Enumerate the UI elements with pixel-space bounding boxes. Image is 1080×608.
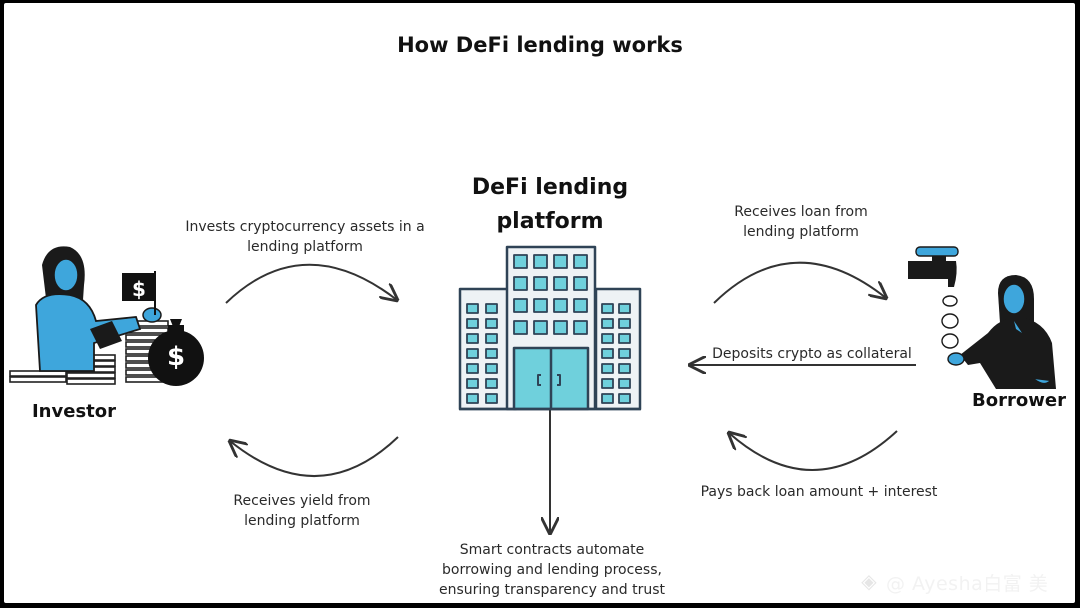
- building-window: [601, 378, 614, 389]
- building-window: [485, 303, 498, 314]
- building-window: [601, 363, 614, 374]
- invest-arrow: [225, 263, 397, 304]
- watermark: @ Ayesha白富 美: [886, 573, 1049, 595]
- building-window: [485, 393, 498, 404]
- building-window: [618, 363, 631, 374]
- building-window: [466, 318, 479, 329]
- building-window: [618, 333, 631, 344]
- platform-label: DeFi lending platform: [471, 175, 629, 234]
- building-icon: [458, 245, 642, 411]
- building-window: [533, 298, 548, 313]
- faucet-icon: [908, 255, 957, 287]
- repay-arrow: [729, 431, 898, 471]
- building-window: [573, 320, 588, 335]
- building-window: [533, 276, 548, 291]
- building-window: [485, 318, 498, 329]
- loan-arrow: [713, 261, 886, 304]
- diagram-graphics: [9, 245, 1056, 603]
- borrower-label: Borrower: [972, 390, 1066, 411]
- loan-flow-label: Receives loan from lending platform: [734, 204, 868, 240]
- building-window: [485, 348, 498, 359]
- building-window: [601, 348, 614, 359]
- building-window: [485, 378, 498, 389]
- building-window: [466, 363, 479, 374]
- watermark-logo-icon: ◈: [861, 569, 877, 593]
- smart-contracts-label: Smart contracts automate borrowing and l…: [438, 542, 666, 598]
- repay-flow-label: Pays back loan amount + interest: [700, 484, 938, 500]
- building-window: [553, 320, 568, 335]
- building-window: [513, 276, 528, 291]
- diagram-canvas: $ $ How DeFi lending works DeFi lending …: [4, 3, 1075, 603]
- building-window: [533, 320, 548, 335]
- building-window: [618, 303, 631, 314]
- building-window: [485, 363, 498, 374]
- dollar-flag-icon: $: [132, 277, 146, 301]
- building-window: [601, 333, 614, 344]
- building-window: [618, 318, 631, 329]
- building-window: [553, 254, 568, 269]
- invest-flow-label: Invests cryptocurrency assets in a lendi…: [185, 219, 425, 255]
- coin-drops: [941, 295, 959, 349]
- building-window: [601, 303, 614, 314]
- building-window: [618, 348, 631, 359]
- building-window: [573, 298, 588, 313]
- borrower-figure: [908, 246, 1056, 389]
- building-window: [573, 254, 588, 269]
- investor-label: Investor: [31, 401, 116, 422]
- investor-figure: [9, 246, 204, 386]
- building-window: [618, 393, 631, 404]
- building-window: [466, 378, 479, 389]
- diagram-title: How DeFi lending works: [397, 33, 683, 57]
- building-window: [513, 254, 528, 269]
- building-window: [485, 333, 498, 344]
- building-window: [553, 276, 568, 291]
- building-window: [553, 298, 568, 313]
- collateral-flow-label: Deposits crypto as collateral: [712, 346, 912, 362]
- building-window: [466, 393, 479, 404]
- building-window: [618, 378, 631, 389]
- yield-flow-label: Receives yield from lending platform: [233, 493, 371, 529]
- money-bag-icon: $: [166, 342, 186, 372]
- building-window: [513, 320, 528, 335]
- building-window: [466, 333, 479, 344]
- yield-arrow: [230, 436, 399, 477]
- building-window: [601, 393, 614, 404]
- building-window: [466, 348, 479, 359]
- building-window: [513, 298, 528, 313]
- building-window: [573, 276, 588, 291]
- building-window: [601, 318, 614, 329]
- building-window: [533, 254, 548, 269]
- building-window: [466, 303, 479, 314]
